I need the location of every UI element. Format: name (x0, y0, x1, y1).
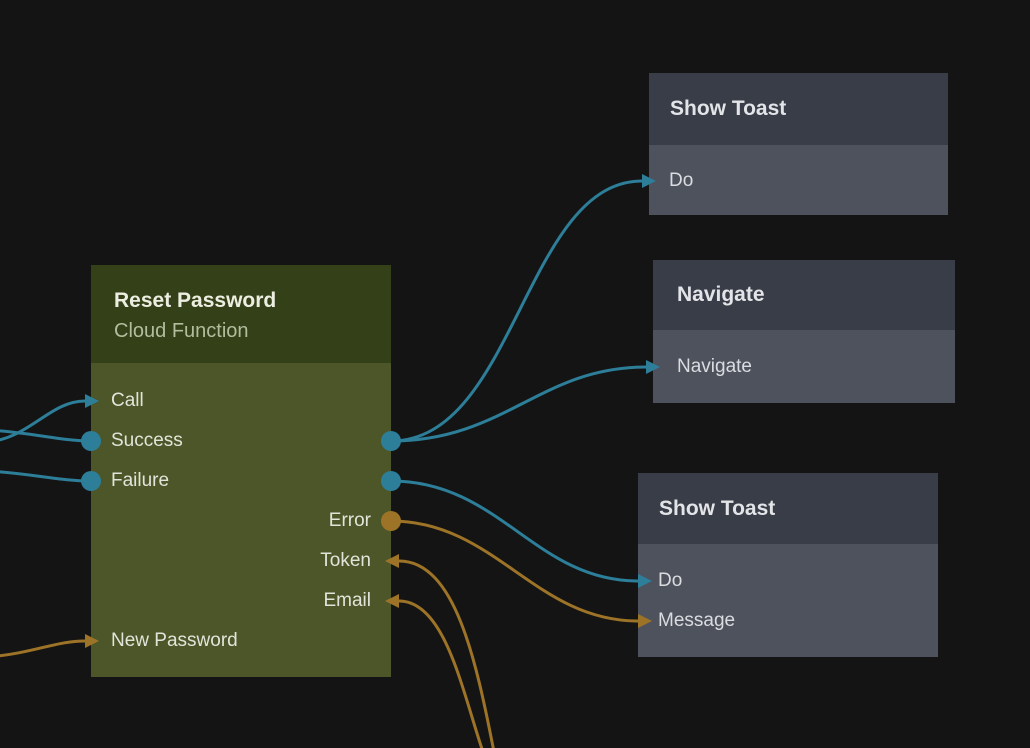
port-call[interactable]: Call (91, 381, 391, 421)
wire-error-to-show-toast-bottom-message[interactable] (390, 519, 639, 623)
port-error[interactable]: Error (91, 501, 391, 541)
node-header-show-toast-bottom[interactable]: Show Toast (638, 473, 938, 544)
port-new-password[interactable]: New Password (91, 621, 391, 661)
port-label: Failure (111, 470, 170, 491)
node-title: Show Toast (659, 496, 776, 520)
node-reset-password[interactable]: Reset Password Cloud Function Call Succe… (91, 265, 391, 677)
port-navigate[interactable]: Navigate (653, 347, 955, 387)
wire-success-to-navigate[interactable] (390, 365, 647, 443)
port-label: Token (320, 550, 371, 571)
node-header-show-toast-top[interactable]: Show Toast (649, 73, 948, 145)
node-header-reset-password[interactable]: Reset Password Cloud Function (91, 265, 391, 363)
port-email[interactable]: Email (91, 581, 391, 621)
node-show-toast-bottom[interactable]: Show Toast Do Message (638, 473, 938, 657)
wire-success-to-offcanvas-left[interactable] (0, 429, 92, 443)
node-title: Reset Password (114, 289, 277, 312)
port-success[interactable]: Success (91, 421, 391, 461)
wire-offcanvas-bottom-to-token[interactable] (398, 559, 495, 748)
wire-failure-to-show-toast-bottom-do[interactable] (390, 479, 639, 583)
port-failure[interactable]: Failure (91, 461, 391, 501)
wire-offcanvas-to-new-password[interactable] (0, 639, 86, 658)
node-navigate[interactable]: Navigate Navigate (653, 260, 955, 403)
node-show-toast-top[interactable]: Show Toast Do (649, 73, 948, 215)
node-body-navigate: Navigate (653, 330, 955, 403)
node-title: Show Toast (670, 97, 787, 120)
port-label: Message (658, 610, 736, 631)
port-label: Do (669, 170, 694, 191)
port-token[interactable]: Token (91, 541, 391, 581)
node-subtitle: Cloud Function (114, 320, 249, 342)
port-message[interactable]: Message (638, 601, 938, 641)
wire-success-to-show-toast-top-do[interactable] (390, 179, 643, 443)
node-body-show-toast-bottom: Do Message (638, 544, 938, 657)
port-do[interactable]: Do (638, 561, 938, 601)
port-label: Error (328, 510, 371, 531)
wire-failure-to-offcanvas-left[interactable] (0, 470, 92, 483)
port-label: Call (111, 390, 144, 411)
port-label: Do (658, 570, 683, 591)
port-label: Navigate (677, 356, 752, 377)
node-header-navigate[interactable]: Navigate (653, 260, 955, 330)
wire-offcanvas-to-call[interactable] (0, 399, 86, 442)
port-label: Email (323, 590, 371, 611)
node-body-reset-password: Call Success Failure Error Token Email N… (91, 363, 391, 677)
node-title: Navigate (677, 283, 765, 306)
port-do[interactable]: Do (649, 161, 948, 201)
node-body-show-toast-top: Do (649, 145, 948, 215)
wire-offcanvas-bottom-to-email[interactable] (398, 599, 484, 748)
port-label: New Password (111, 630, 238, 651)
port-label: Success (111, 430, 183, 451)
